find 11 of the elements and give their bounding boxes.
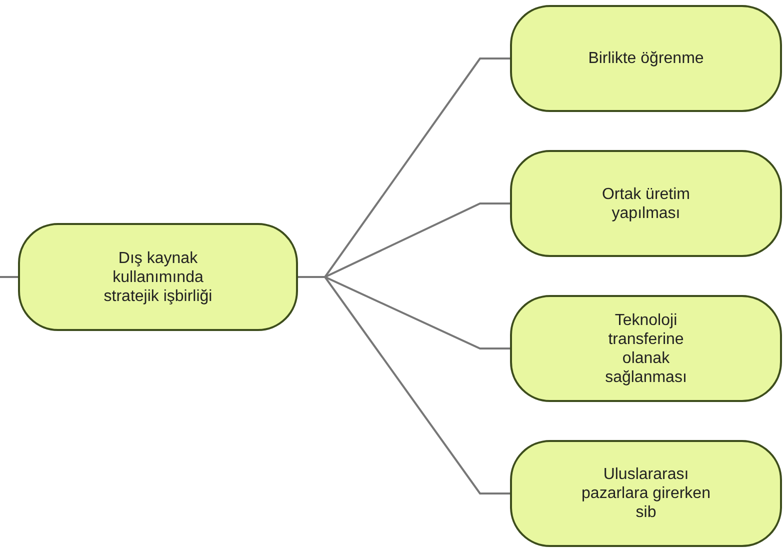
node-text: Birlikte öğrenme [587,49,705,68]
rounded-box [510,440,782,547]
rounded-box [510,295,782,402]
rounded-box [18,223,298,331]
rounded-box [510,150,782,257]
node-text: Ortak üretim yapılması [600,184,691,222]
rounded-box [510,5,782,112]
node-text: Uluslararası pazarlara girerken sib [580,465,712,522]
node-text: Teknoloji transferine olanak sağlanması [604,310,688,386]
node-text: Dış kaynak kullanımında stratejik işbirliği [102,248,214,306]
connector-line [0,276,18,278]
